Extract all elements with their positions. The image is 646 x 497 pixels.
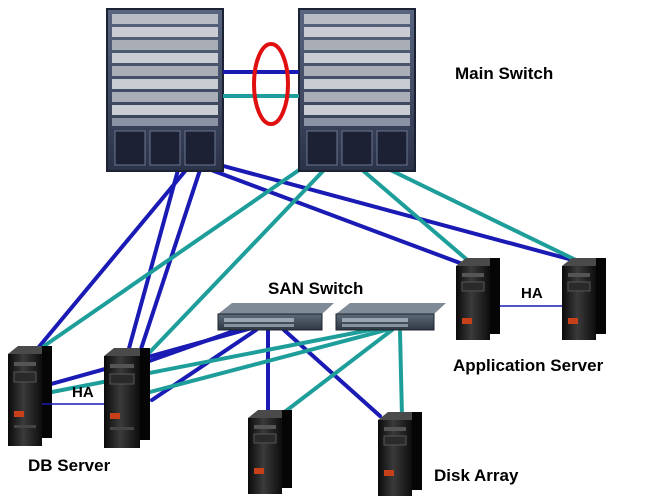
db-server-2	[104, 348, 150, 448]
san-switch-label: SAN Switch	[268, 279, 364, 298]
main-switch-2	[298, 8, 416, 172]
main-switch-label: Main Switch	[455, 64, 554, 83]
link-ms2-app2	[376, 162, 586, 266]
san-switch-2	[335, 303, 446, 331]
link-ms2-db1	[42, 166, 304, 348]
link-ms1-db1	[36, 168, 188, 350]
link-ms1-app1	[204, 166, 470, 268]
app-server-2	[562, 258, 606, 340]
disk-array-2	[378, 412, 422, 496]
san-switch-1	[217, 303, 334, 331]
app-server-1	[456, 258, 500, 340]
uplinks	[36, 162, 586, 354]
link-ms2-db2	[148, 168, 326, 354]
link-ms1-db2a	[126, 168, 180, 354]
link-ms1-app2	[214, 162, 582, 264]
link-san2-disk2	[398, 330, 404, 418]
main-switch-1	[106, 8, 224, 172]
db-server-label: DB Server	[28, 456, 111, 475]
ha-db-label: HA	[72, 384, 94, 401]
san-links	[42, 324, 404, 418]
link-san2-db2	[148, 328, 388, 394]
link-ms2-app1	[358, 166, 474, 266]
disk-array-label: Disk Array	[434, 466, 519, 485]
link-san2-disk1	[280, 328, 394, 416]
application-server-label: Application Server	[453, 356, 604, 375]
ha-ring	[252, 42, 290, 126]
disk-array-1	[248, 410, 292, 494]
ha-app-label: HA	[521, 285, 543, 302]
db-server-1	[8, 346, 52, 446]
